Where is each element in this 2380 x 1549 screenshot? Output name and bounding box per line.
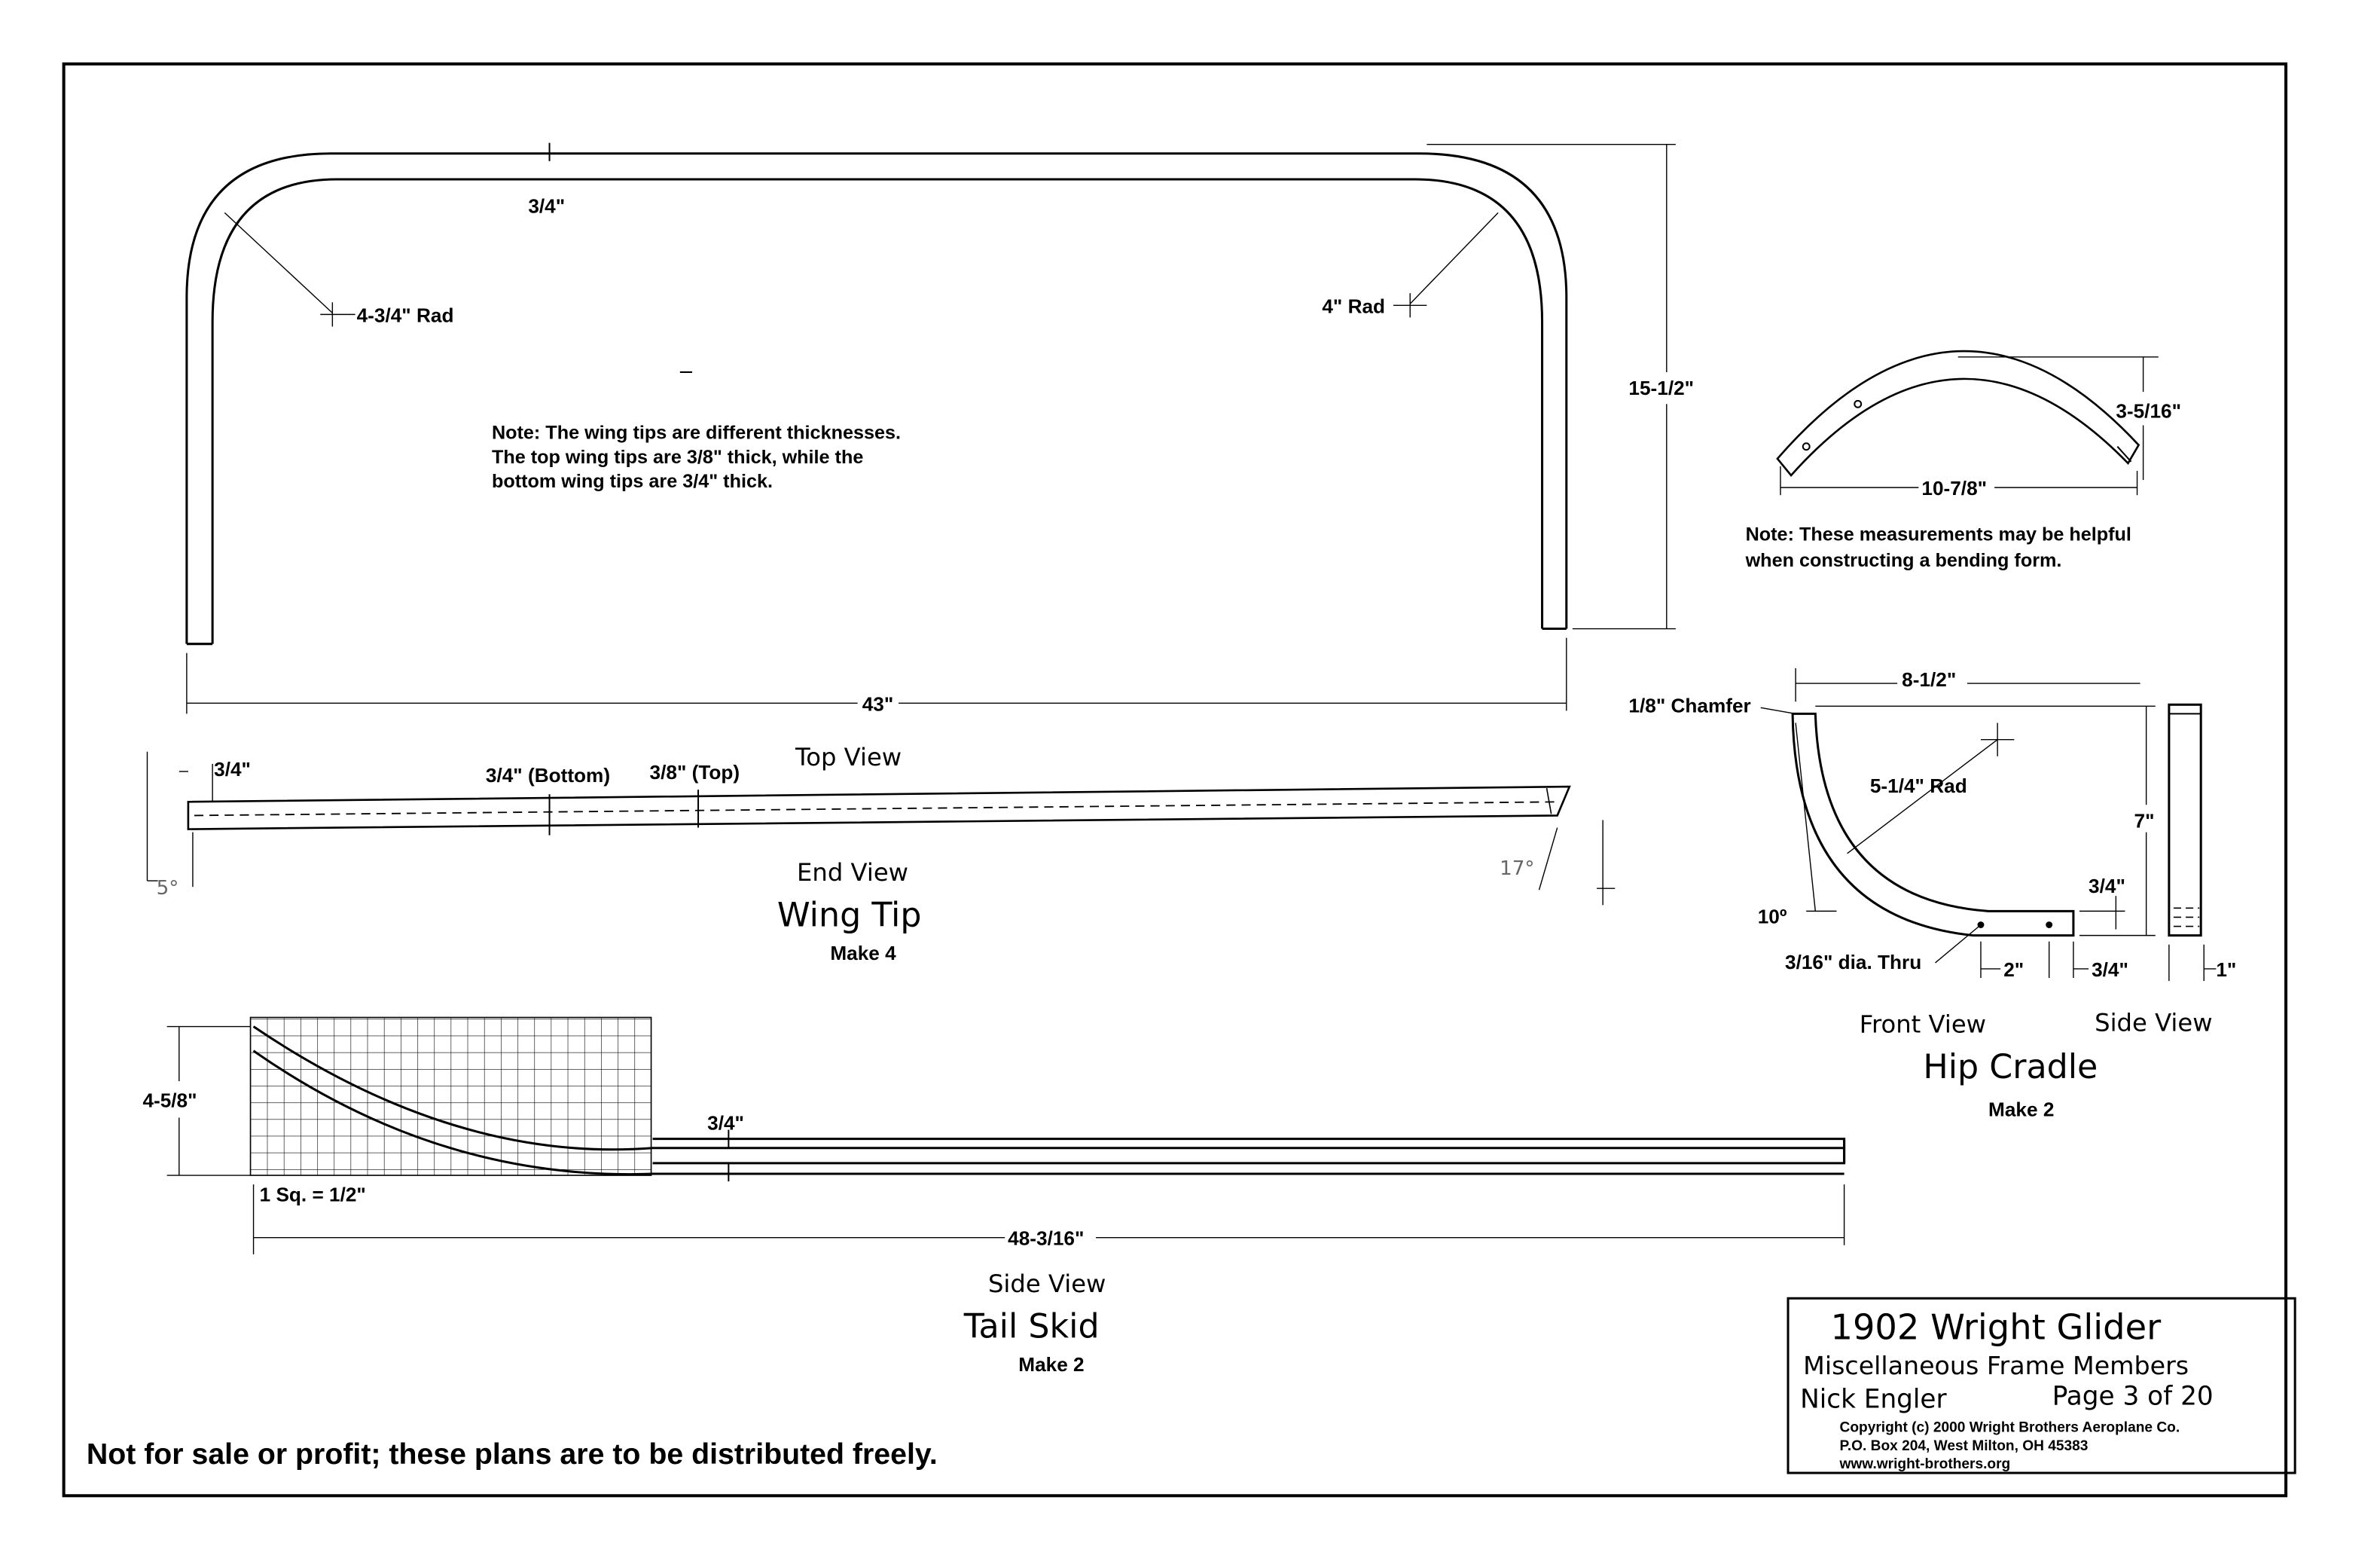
tail-skid-length-label: 48-3/16" bbox=[1008, 1227, 1084, 1250]
wing-tip-left-radius-label: 4-3/4" Rad bbox=[357, 304, 454, 326]
wing-tip-end-view-label: End View bbox=[797, 858, 908, 887]
hip-cradle-side-view-label: Side View bbox=[2095, 1009, 2212, 1037]
wing-tip-end-left-dim: 3/4" bbox=[214, 758, 251, 781]
hip-cradle-end-length-label: 3/4" bbox=[2092, 958, 2128, 981]
wing-tip-note-line2: The top wing tips are 3/8" thick, while … bbox=[492, 447, 863, 468]
tail-skid-thickness-label: 3/4" bbox=[707, 1112, 744, 1135]
hip-cradle-angle-label: 10º bbox=[1758, 906, 1787, 928]
hip-cradle-chamfer-label: 1/8" Chamfer bbox=[1628, 694, 1750, 716]
title-block-title: 1902 Wright Glider bbox=[1830, 1307, 2162, 1348]
wing-tip-end-top-dim: 3/8" (Top) bbox=[650, 761, 740, 784]
wing-tip-length-label: 43" bbox=[862, 692, 894, 715]
hip-cradle-end-thickness-label: 3/4" bbox=[2089, 875, 2125, 897]
wing-tip-height-label: 15-1/2" bbox=[1628, 377, 1694, 399]
tail-skid-view-label: Side View bbox=[988, 1269, 1106, 1298]
bending-form-diagram: 3-5/16" 10-7/8" Note: These measurements… bbox=[1745, 350, 2181, 571]
hip-cradle-front-view: 8-1/2" 1/8" Chamfer 5-1/4" Rad 7" 10º 3/… bbox=[1628, 668, 2156, 981]
hip-cradle-height-label: 7" bbox=[2134, 810, 2155, 833]
bending-form-note-line2: when constructing a bending form. bbox=[1745, 550, 2062, 571]
hip-cradle-radius-label: 5-1/4" Rad bbox=[1870, 774, 1967, 797]
hip-cradle-hole-spacing-label: 2" bbox=[2003, 958, 2024, 981]
sheet-border bbox=[62, 62, 2288, 1498]
wing-tip-end-bottom-dim: 3/4" (Bottom) bbox=[486, 764, 610, 787]
hip-cradle-front-view-label: Front View bbox=[1860, 1010, 1986, 1039]
bending-form-height-label: 3-5/16" bbox=[2116, 399, 2181, 422]
tail-skid-grid-scale-label: 1 Sq. = 1/2" bbox=[260, 1183, 366, 1205]
title-block-page: Page 3 of 20 bbox=[2052, 1381, 2214, 1411]
wing-tip-right-radius-label: 4" Rad bbox=[1322, 295, 1385, 317]
tail-skid-grid bbox=[249, 1016, 652, 1176]
hip-cradle-width-label: 8-1/2" bbox=[1902, 668, 1956, 691]
title-block-author: Nick Engler bbox=[1800, 1384, 1947, 1414]
bending-form-width-label: 10-7/8" bbox=[1921, 477, 1987, 500]
title-block: 1902 Wright Glider Miscellaneous Frame M… bbox=[1787, 1297, 2296, 1474]
tail-skid-height-label: 4-5/8" bbox=[142, 1089, 197, 1111]
hip-cradle-quantity: Make 2 bbox=[1988, 1098, 2054, 1120]
title-block-copyright-line2: P.O. Box 204, West Milton, OH 45383 bbox=[1840, 1438, 2089, 1454]
tail-skid-title: Tail Skid bbox=[963, 1308, 1100, 1346]
wing-tip-top-view-label: Top View bbox=[795, 743, 902, 771]
hip-cradle-side-thickness-label: 1" bbox=[2216, 958, 2236, 981]
tail-skid-diagram: 4-5/8" 3/4" 1 Sq. = 1/2" 48-3/16" Side V… bbox=[142, 1016, 1846, 1376]
wing-tip-note-line1: Note: The wing tips are different thickn… bbox=[492, 423, 901, 444]
wing-tip-left-angle: 5° bbox=[157, 877, 179, 900]
wing-tip-title: Wing Tip bbox=[777, 897, 922, 935]
wing-tip-thickness-label: 3/4" bbox=[528, 194, 565, 217]
hip-cradle-hole-label: 3/16" dia. Thru bbox=[1785, 951, 1921, 973]
hip-cradle-title: Hip Cradle bbox=[1923, 1048, 2098, 1086]
wing-tip-right-angle: 17° bbox=[1500, 857, 1534, 880]
bending-form-note-line1: Note: These measurements may be helpful bbox=[1746, 524, 2131, 545]
hip-cradle-side-view: 1" bbox=[2168, 703, 2236, 982]
wing-tip-quantity: Make 4 bbox=[830, 942, 896, 964]
wing-tip-note-line3: bottom wing tips are 3/4" thick. bbox=[492, 471, 773, 492]
title-block-copyright-line3: www.wright-brothers.org bbox=[1839, 1456, 2011, 1472]
title-block-copyright-line1: Copyright (c) 2000 Wright Brothers Aerop… bbox=[1840, 1420, 2180, 1436]
tail-skid-quantity: Make 2 bbox=[1018, 1353, 1084, 1376]
title-block-subtitle: Miscellaneous Frame Members bbox=[1803, 1351, 2189, 1380]
footer-notice: Not for sale or profit; these plans are … bbox=[87, 1437, 938, 1471]
wing-tip-plan: 3/4" 4-3/4" Rad 4" Rad 15-1/2" 43" Note:… bbox=[185, 142, 1694, 715]
wing-tip-end-view: 3/4" 3/4" (Bottom) 3/8" (Top) Top View 5… bbox=[146, 743, 1616, 964]
